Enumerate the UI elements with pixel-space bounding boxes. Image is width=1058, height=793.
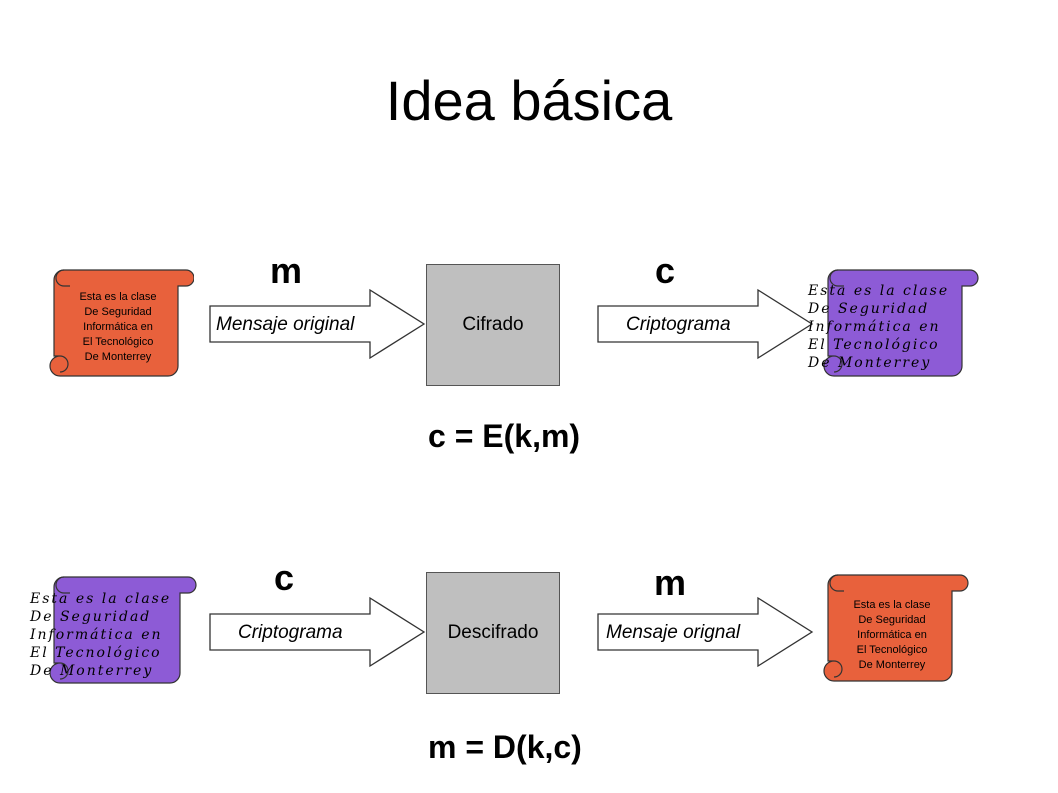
cipher-box: Cifrado <box>426 264 560 386</box>
input-arrow <box>209 596 426 668</box>
plaintext-scroll-icon <box>49 269 194 377</box>
output-arrow <box>597 288 814 360</box>
encryption-formula: c = E(k,m) <box>428 418 581 454</box>
ciphertext-message: Esta es la clase De Seguridad Informátic… <box>808 283 950 371</box>
plaintext-message: Esta es la clase De Seguridad Informátic… <box>853 599 931 671</box>
var-c: c <box>655 250 676 291</box>
var-m: m <box>270 250 303 291</box>
decryption-formula: m = D(k,c) <box>428 729 582 765</box>
output-arrow <box>597 596 814 668</box>
ciphertext-message: Esta es la clase De Seguridad Informátic… <box>30 591 172 679</box>
output-arrow-label: Mensaje orignal <box>606 622 741 643</box>
input-arrow-label: Criptograma <box>238 622 343 643</box>
input-arrow-label: Mensaje original <box>216 314 355 335</box>
output-arrow-label: Criptograma <box>626 314 731 335</box>
var-m: m <box>654 562 687 603</box>
plaintext-scroll-icon <box>823 574 969 682</box>
ciphertext-scroll-icon <box>823 269 979 377</box>
slide-title: Idea básica <box>385 69 673 132</box>
plaintext-message: Esta es la clase De Seguridad Informátic… <box>79 291 157 363</box>
decipher-box: Descifrado <box>426 572 560 694</box>
ciphertext-scroll-icon <box>49 576 197 684</box>
input-arrow <box>209 288 426 360</box>
var-c: c <box>274 557 295 598</box>
